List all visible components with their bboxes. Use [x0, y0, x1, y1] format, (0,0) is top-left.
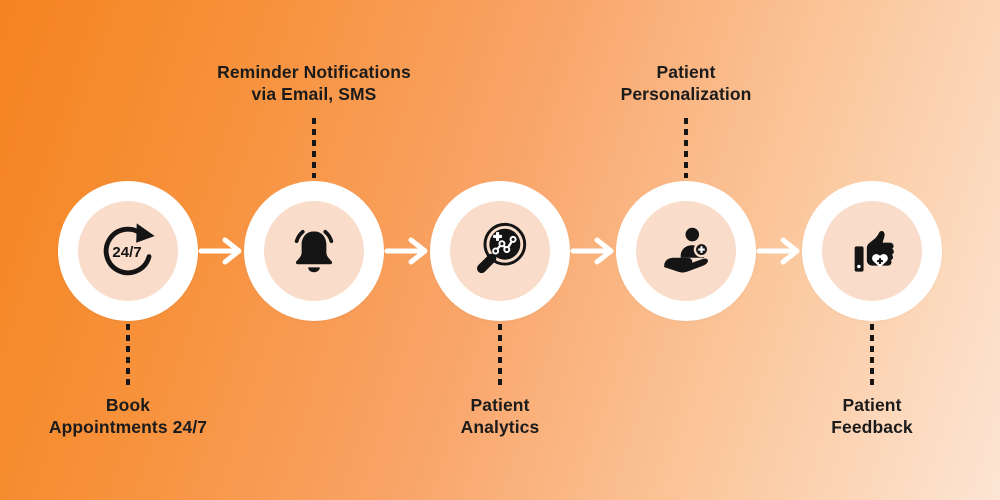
step-circle-book-appointments: 24/7: [58, 181, 198, 321]
flow-arrow-icon: [570, 234, 616, 268]
label-line: Patient: [470, 395, 530, 415]
label-line: Analytics: [460, 416, 540, 437]
connector-above-step4: [684, 118, 688, 178]
step-inner-patient-feedback: [822, 201, 922, 301]
flow-arrow-icon: [756, 234, 802, 268]
label-line: Feedback: [831, 416, 913, 437]
label-line: Patient: [842, 395, 902, 415]
connector-below-step3: [498, 324, 502, 386]
flow-arrow-icon: [198, 234, 244, 268]
connector-above-step2: [312, 118, 316, 178]
step-inner-patient-personalization: [636, 201, 736, 301]
step-circle-reminder-notifications: [244, 181, 384, 321]
step-circle-patient-feedback: [802, 181, 942, 321]
thumbs-up-heart-icon: [854, 231, 894, 272]
step-inner-book-appointments: 24/7: [78, 201, 178, 301]
label-line: via Email, SMS: [251, 83, 377, 104]
step-inner-patient-analytics: [450, 201, 550, 301]
label-line: Appointments 24/7: [48, 416, 208, 437]
bell-icon: [294, 229, 334, 273]
step-circle-patient-analytics: [430, 181, 570, 321]
badge-24-7-text: 24/7: [112, 244, 141, 261]
step-circle-patient-personalization: [616, 181, 756, 321]
label-line: Personalization: [620, 83, 752, 104]
connector-below-step5: [870, 324, 874, 386]
label-line: Book: [105, 395, 151, 415]
label-book-appointments: Book Appointments 24/7: [0, 395, 268, 438]
flow-arrow-icon: [384, 234, 430, 268]
label-patient-feedback: Patient Feedback: [732, 395, 1000, 438]
label-line: Reminder Notifications: [217, 62, 411, 82]
label-patient-personalization: Patient Personalization: [546, 62, 826, 105]
label-reminder-notifications: Reminder Notifications via Email, SMS: [174, 62, 454, 105]
clock-24-7-icon: 24/7: [103, 223, 155, 276]
hand-person-plus-icon: [664, 227, 710, 273]
connector-below-step1: [126, 324, 130, 386]
step-inner-reminder-notifications: [264, 201, 364, 301]
analytics-magnifier-icon: [476, 222, 527, 274]
label-line: Patient: [656, 62, 716, 82]
label-patient-analytics: Patient Analytics: [360, 395, 640, 438]
